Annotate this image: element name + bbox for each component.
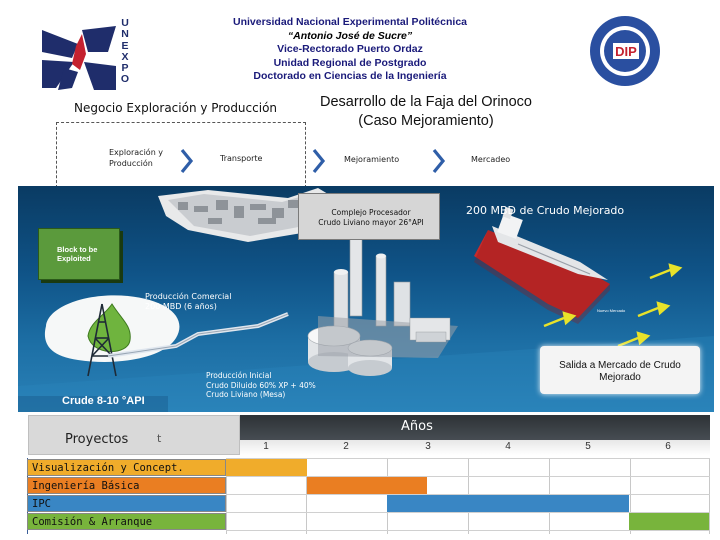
chevron-right-icon (180, 148, 194, 174)
grid-row-line (226, 476, 710, 477)
grid-line (226, 458, 227, 534)
unexpo-logo (42, 26, 116, 90)
block-exploited-label: Block to be Exploited (38, 228, 120, 280)
ship-name: Nuevo Mercado (597, 308, 626, 313)
chain-step-marketing: Mercadeo (471, 155, 511, 164)
unexpo-letter: E (121, 39, 129, 52)
university-name: Universidad Nacional Experimental Polité… (233, 16, 467, 28)
grid-line (630, 458, 631, 534)
initial-production-line1: Producción Inicial (206, 371, 272, 380)
years-header: Años (226, 415, 710, 443)
commercial-production-line2: 200 MBD (6 años) (145, 302, 217, 311)
projects-header-suffix: t (157, 432, 162, 445)
market-exit-text: Salida a Mercado de Crudo Mejorado (544, 360, 696, 383)
grid-row-line (226, 458, 710, 459)
gantt-bar-ingenieria-basica (306, 477, 428, 494)
unexpo-letter: N (121, 28, 129, 41)
year-label: 3 (425, 441, 431, 452)
grid-row-line (226, 530, 710, 531)
year-row (226, 440, 710, 455)
initial-production-line2: Crudo Diluido 60% XP + 40% (206, 380, 316, 390)
main-title: Desarrollo de la Faja del Orinoco (Caso … (300, 93, 552, 131)
chain-step-exploration-line2: Producción (109, 158, 153, 168)
task-ipc: IPC (27, 495, 226, 512)
complex-label-line2: Crudo Liviano mayor 26°API (318, 218, 424, 227)
year-label: 4 (505, 441, 511, 452)
university-patron: “Antonio José de Sucre” (287, 29, 413, 42)
market-exit-line1: Salida a Mercado de Crudo (559, 360, 681, 371)
grid-row-line (226, 494, 710, 495)
unexpo-letter: P (121, 62, 129, 75)
complex-label-text: Complejo Procesador Crudo Liviano mayor … (305, 208, 437, 228)
initial-production-line3: Crudo Liviano (Mesa) (206, 390, 286, 400)
block-exploited-line1: Block to be (57, 245, 98, 254)
task-ingenieria-basica: Ingeniería Básica (27, 477, 226, 494)
complex-label-box: Complejo Procesador Crudo Liviano mayor … (298, 193, 440, 240)
block-exploited-line2: Exploited (57, 254, 91, 263)
main-title-line1: Desarrollo de la Faja del Orinoco (320, 94, 532, 110)
chain-step-transport: Transporte (220, 154, 263, 163)
dip-logo: DIP (590, 16, 660, 86)
gantt-bar-comision-arranque (628, 513, 709, 530)
task-visualizacion: Visualización y Concept. (27, 459, 226, 476)
chevron-right-icon (432, 148, 446, 174)
crude-api-label: Crude 8-10 °API (62, 395, 145, 407)
grid-line (306, 458, 307, 534)
doctorate-program: Doctorado en Ciencias de la Ingeniería (253, 70, 447, 83)
year-label: 2 (343, 441, 349, 452)
chain-step-exploration: Exploración y Producción (109, 148, 163, 169)
gantt-bar-visualizacion (226, 459, 307, 476)
market-exit-box: Salida a Mercado de Crudo Mejorado (540, 346, 700, 394)
initial-production-label: Producción Inicial Crudo Diluido 60% XP … (206, 371, 316, 400)
illustration-art (18, 188, 714, 412)
phase-title: Negocio Exploración y Producción (74, 101, 278, 115)
unexpo-letter: U (121, 17, 129, 29)
year-label: 5 (585, 441, 591, 452)
vice-rectorate: Vice-Rectorado Puerto Ordaz (277, 43, 423, 56)
unexpo-letter: O (120, 73, 130, 86)
dip-logo-text: DIP (615, 44, 637, 59)
year-label: 1 (263, 441, 269, 452)
projects-header-label: Proyectos (65, 432, 129, 447)
postgraduate-unit: Unidad Regional de Postgrado (273, 56, 427, 69)
unexpo-letter: X (121, 50, 129, 63)
upgraded-crude-volume: 200 MBD de Crudo Mejorado (466, 204, 625, 217)
market-exit-line2: Mejorado (599, 371, 641, 383)
gantt-bar-ipc (387, 495, 629, 512)
commercial-production-line1: Producción Comercial (145, 292, 232, 301)
year-label: 6 (665, 441, 671, 452)
grid-line (709, 458, 710, 534)
complex-label-line1: Complejo Procesador (331, 208, 411, 217)
project-gantt: Años Proyectos t 1 2 3 4 5 6 Visualizaci… (18, 412, 714, 540)
chain-step-exploration-line1: Exploración y (109, 148, 164, 157)
commercial-production-label: Producción Comercial 200 MBD (6 años) (145, 292, 231, 312)
chevron-right-icon (312, 148, 326, 174)
grid-row-line (226, 512, 710, 513)
years-header-label: Años (401, 419, 433, 434)
projects-header: Proyectos t (28, 415, 240, 455)
university-header: Universidad Nacional Experimental Polité… (180, 16, 520, 84)
unexpo-letters: U N E X P O (118, 17, 132, 86)
chain-step-upgrading: Mejoramiento (344, 155, 400, 164)
task-comision-arranque: Comisión & Arranque (27, 513, 226, 530)
chain-frame (56, 122, 306, 188)
block-exploited-text: Block to be Exploited (57, 245, 97, 263)
main-title-line2: (Caso Mejoramiento) (358, 113, 494, 129)
